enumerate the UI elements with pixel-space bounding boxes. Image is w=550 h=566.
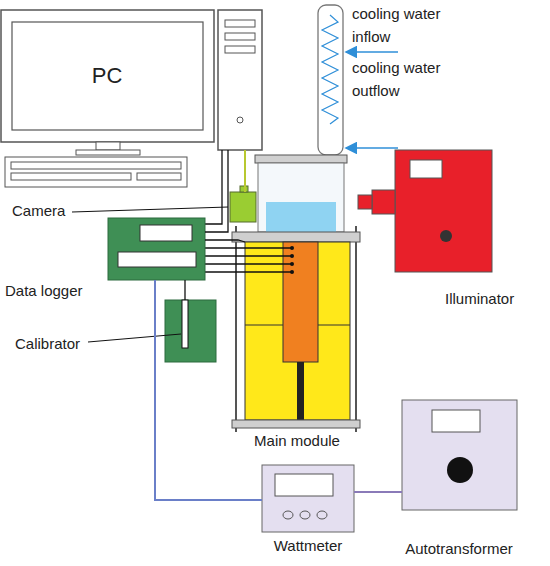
node-label: PC [92, 63, 123, 89]
logger-display [118, 252, 196, 267]
wattmeter-body [262, 465, 354, 532]
monitor-screen [12, 22, 203, 130]
bolt [235, 226, 237, 432]
flange [232, 420, 360, 428]
flow-label: cooling water outflow [352, 56, 470, 102]
main-module: Main module [245, 242, 350, 420]
calibrator-body [165, 300, 216, 362]
module-body [245, 242, 350, 420]
node-label: Data logger [5, 282, 83, 300]
heater-block [283, 242, 318, 362]
illuminator-knob [440, 230, 452, 242]
autotransformer-knob [447, 457, 473, 483]
flow-label: cooling water inflow [352, 2, 470, 48]
connector-wire [205, 150, 228, 232]
glass-cell [258, 163, 344, 232]
leader-line [72, 207, 228, 212]
autotransformer: Autotransformer [402, 400, 517, 510]
calibrator-probe [182, 300, 188, 348]
pc-tower [218, 10, 262, 150]
node-label: Camera [12, 202, 65, 220]
node-label: Autotransformer [405, 540, 513, 558]
computer: PC [0, 10, 262, 150]
illuminator-display [410, 160, 442, 178]
data-logger: Data logger [108, 218, 205, 280]
monitor-stand [96, 142, 120, 150]
monitor [1, 10, 214, 142]
top-plate [255, 155, 347, 163]
signal-wire [205, 150, 222, 224]
lamp-nozzle [358, 195, 372, 209]
connector-wire [354, 492, 402, 493]
keyboard [5, 157, 187, 187]
connector-wire [185, 280, 186, 300]
outflow-arrow [346, 147, 398, 149]
water [266, 202, 336, 232]
wattmeter: Wattmeter [262, 465, 354, 532]
connector-wire [245, 150, 246, 192]
illuminator: Illuminator [395, 150, 492, 272]
camera: Camera [230, 192, 256, 222]
heater-rod [297, 362, 304, 420]
node-label: Calibrator [15, 335, 80, 353]
illuminator-body [395, 150, 492, 272]
camera-body [230, 192, 256, 222]
condenser [318, 5, 343, 155]
leader-line [88, 334, 181, 342]
node-label: Wattmeter [274, 537, 343, 555]
lamp-head [372, 190, 395, 214]
connector-wire [205, 240, 245, 242]
flange [232, 232, 360, 242]
logger-body [108, 218, 205, 280]
node-label: Main module [254, 432, 340, 450]
bolt [355, 226, 357, 432]
wattmeter-buttons [283, 511, 327, 519]
autotransformer-display [432, 410, 480, 432]
thermocouple-wires [205, 248, 292, 272]
autotransformer-body [402, 400, 517, 510]
wattmeter-display [275, 474, 333, 496]
thermocouple-tips [290, 246, 294, 274]
calibrator: Calibrator [165, 300, 216, 362]
monitor-base [76, 150, 140, 155]
node-label: Illuminator [445, 290, 514, 308]
connector-wire [155, 280, 262, 500]
inflow-arrow [346, 51, 398, 53]
condenser-coil [322, 15, 338, 124]
logger-display [140, 225, 192, 241]
